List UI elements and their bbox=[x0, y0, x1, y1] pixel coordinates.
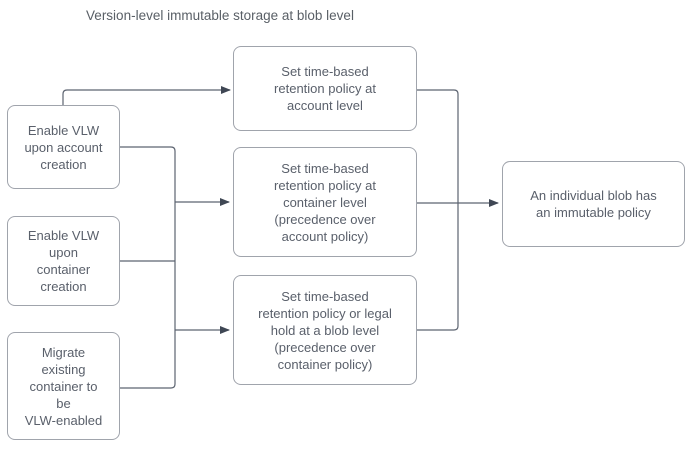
node-retention-container: Set time-based retention policy at conta… bbox=[233, 147, 417, 257]
edge-l3-to-bus bbox=[120, 330, 176, 389]
node-label: An individual blob has an immutable poli… bbox=[530, 188, 657, 220]
node-enable-vlw-container: Enable VLW upon container creation bbox=[7, 216, 120, 306]
node-migrate-container: Migrate existing container to be VLW-ena… bbox=[7, 332, 120, 440]
edge-m3-to-bus bbox=[417, 203, 459, 331]
node-retention-account: Set time-based retention policy at accou… bbox=[233, 46, 417, 131]
diagram-title: Version-level immutable storage at blob … bbox=[86, 8, 354, 23]
edge-m1-to-bus bbox=[417, 89, 459, 203]
node-label: Migrate existing container to be VLW-ena… bbox=[24, 344, 103, 428]
node-label: Set time-based retention policy at conta… bbox=[274, 160, 376, 244]
node-label: Enable VLW upon account creation bbox=[24, 122, 103, 172]
node-retention-blob: Set time-based retention policy or legal… bbox=[233, 275, 417, 385]
node-enable-vlw-account: Enable VLW upon account creation bbox=[7, 105, 120, 189]
node-label: Set time-based retention policy at accou… bbox=[274, 64, 376, 113]
edge-l1-to-bus bbox=[120, 146, 176, 202]
node-label: Enable VLW upon container creation bbox=[27, 228, 100, 294]
node-label: Set time-based retention policy or legal… bbox=[258, 288, 392, 372]
node-blob-immutable: An individual blob has an immutable poli… bbox=[502, 161, 685, 247]
edge-l1-to-m1 bbox=[62, 86, 231, 105]
